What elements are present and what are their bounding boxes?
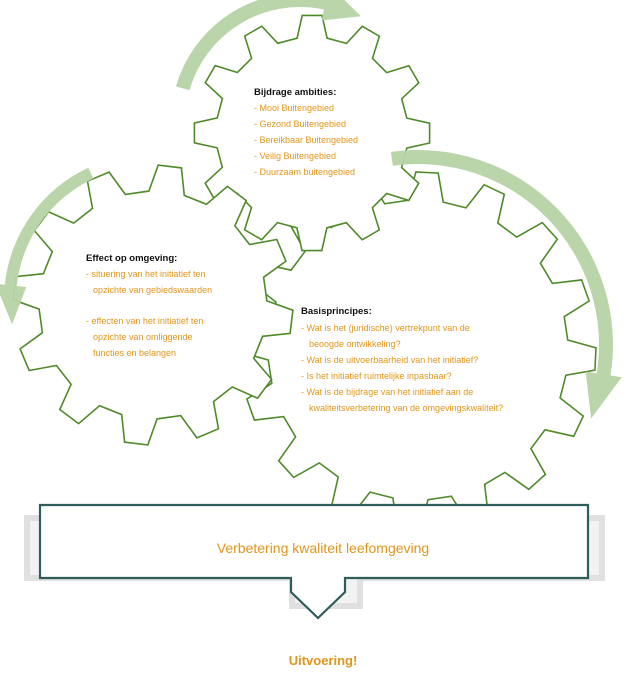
gear-left-text: Effect op omgeving: - situering van het … bbox=[86, 253, 212, 358]
gear-effect-op-omgeving bbox=[12, 164, 294, 446]
gear-top-title: Bijdrage ambities: bbox=[254, 87, 336, 98]
gear-left-item: - effecten van het initiatief ten bbox=[86, 316, 203, 326]
gear-top-item: - Mooi Buitengebied bbox=[254, 103, 334, 113]
gear-right-item: - Is het initiatief ruimtelijke inpasbaa… bbox=[301, 371, 452, 381]
gear-left-item: functies en belangen bbox=[93, 348, 176, 358]
cycle-arrow-left bbox=[0, 167, 94, 325]
gear-bijdrage-ambities bbox=[193, 14, 431, 252]
gear-right-item: - Wat is de uitvoerbaarheid van het init… bbox=[301, 355, 478, 365]
gear-right-title: Basisprincipes: bbox=[301, 306, 372, 317]
cycle-arrow-right bbox=[390, 150, 622, 419]
banner-arrow bbox=[38, 503, 590, 620]
cycle-arrows bbox=[0, 0, 622, 419]
gear-top-item: - Duurzaam buitengebied bbox=[254, 167, 355, 177]
gear-top-text: Bijdrage ambities: - Mooi Buitengebied -… bbox=[254, 87, 358, 177]
gear-top-item: - Gezond Buitengebied bbox=[254, 119, 346, 129]
gear-right-item: - Wat is de bijdrage van het initiatief … bbox=[301, 387, 473, 397]
gear-top-item: - Veilig Buitengebied bbox=[254, 151, 336, 161]
result-banner: Verbetering kwaliteit leefomgeving bbox=[24, 503, 605, 620]
gear-left-item: - situering van het initiatief ten bbox=[86, 269, 206, 279]
uitvoering-label: Uitvoering! bbox=[289, 653, 358, 668]
gear-right-item: kwaliteitsverbetering van de omgevingskw… bbox=[309, 403, 503, 413]
gear-left-item: opzichte van gebiedswaarden bbox=[93, 285, 212, 295]
gear-top-item: - Bereikbaar Buitengebied bbox=[254, 135, 358, 145]
cycle-arrow-top bbox=[176, 0, 361, 91]
gear-right-item: beoogde ontwikkeling? bbox=[309, 339, 401, 349]
banner-text: Verbetering kwaliteit leefomgeving bbox=[217, 540, 429, 556]
gear-left-title: Effect op omgeving: bbox=[86, 253, 177, 264]
gears bbox=[12, 14, 597, 529]
gear-left-item: opzichte van omliggende bbox=[93, 332, 193, 342]
gear-right-item: - Wat is het (juridische) vertrekpunt va… bbox=[301, 323, 470, 333]
gear-right-text: Basisprincipes: - Wat is het (juridische… bbox=[301, 306, 503, 413]
